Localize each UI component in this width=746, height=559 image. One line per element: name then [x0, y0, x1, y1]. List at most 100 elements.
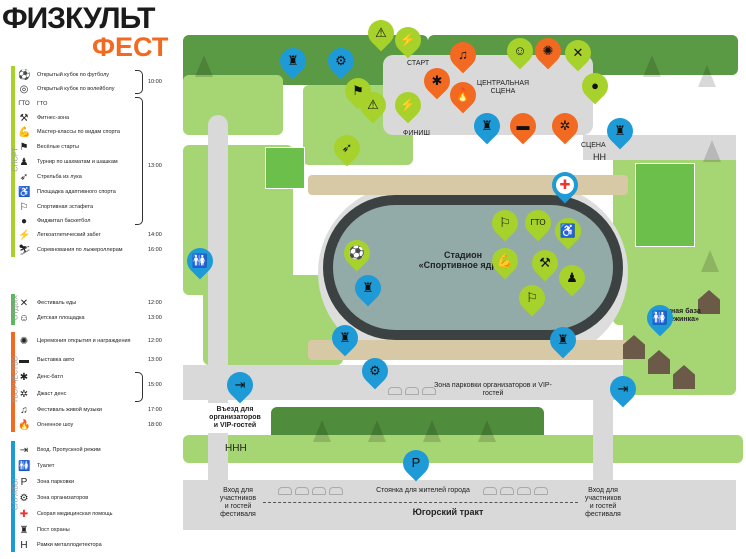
map-pin-gear[interactable]: ⚙ [356, 352, 394, 392]
legend-item-label: Выставка авто [37, 357, 75, 363]
map-pin-food[interactable]: ✕ [559, 34, 597, 74]
guard-icon: ♜ [287, 53, 299, 68]
car-icon [312, 487, 326, 495]
map-pin-archery[interactable]: ➶ [328, 129, 366, 169]
legend-item-time: 18:00 [148, 422, 162, 428]
map-pin-guard[interactable]: ♜ [601, 112, 639, 152]
map-pin-wheelchair[interactable]: ♿ [549, 212, 587, 252]
map-pin-gear[interactable]: ⚙ [322, 42, 360, 82]
legend-item-time: 12:00 [148, 300, 162, 306]
legend-item-label: Детская площадка [37, 315, 85, 321]
legend-item-time: 13:00 [148, 315, 162, 321]
map-pin-dance[interactable]: ✱ [418, 62, 456, 102]
legend-item: ⚙Зона организаторов [18, 491, 178, 505]
parking-icon: P [20, 476, 28, 488]
ski-base-label: Лыжная база «Снежинка» [655, 308, 701, 324]
map-pin-muscle[interactable]: 💪 [486, 242, 524, 282]
guard-icon: ♜ [362, 280, 374, 295]
legend-group-time: 15:00 [148, 382, 162, 388]
map-pin-basketball[interactable]: ● [576, 67, 614, 107]
map-pin-runner[interactable]: ⚡ [389, 21, 427, 61]
car-icon [405, 387, 419, 395]
map-pin-toilet[interactable]: 🚻 [181, 242, 219, 282]
start-label: СТАРТ [407, 60, 430, 67]
tree-icon [703, 140, 721, 162]
map-pin-relay[interactable]: ⚐ [486, 204, 524, 244]
legend-item-label: Стрельба из лука [37, 174, 82, 180]
legend-item-label: Фитнес-зона [37, 115, 70, 121]
legend-item-time: 13:00 [148, 357, 162, 363]
runners-icon: ⚑ [352, 83, 364, 98]
map-pin-ceremony[interactable]: ✺ [529, 32, 567, 72]
wheelchair-icon: ♿ [559, 223, 577, 238]
soccer-ball-icon: ⚽ [18, 69, 31, 81]
ceremony-icon: ✺ [19, 335, 29, 347]
baby-icon: ☺ [513, 43, 527, 58]
runner-icon: ⚡ [399, 32, 417, 47]
relay-icon: ⚐ [499, 215, 511, 230]
logo-subtitle: ФЕСТ [92, 32, 169, 62]
map-pin-entry[interactable]: ⇥ [604, 370, 642, 410]
music-icon: ♫ [20, 404, 28, 416]
map-pin-soccer-ball[interactable]: ⚽ [338, 234, 376, 274]
legend-item-label: Туалет [37, 463, 55, 469]
map-pin-guard[interactable]: ♜ [326, 319, 364, 359]
map-pin-guard[interactable]: ♜ [468, 107, 506, 147]
dumbbell-icon: ⚒ [539, 255, 551, 270]
legend-item-label: Церемония открытия и награждения [37, 338, 131, 344]
legend-item: ⚒Фитнес-зона [18, 111, 178, 125]
gear-icon: ⚙ [335, 53, 347, 68]
legend-item-time: 16:00 [148, 247, 162, 253]
vip-parking-label: Зона парковки организаторов и VIP-гостей [434, 382, 552, 398]
map-pin-guard[interactable]: ♜ [544, 321, 582, 361]
legend-item: 💪Мастер-классы по видам спорта [18, 125, 178, 139]
gto-icon: ГТО [530, 218, 546, 227]
map-pin-guard[interactable]: ♜ [349, 269, 387, 309]
wheelchair-icon: ♿ [18, 186, 31, 198]
runners-icon: ⚑ [19, 141, 29, 153]
legend-item-label: Весёлые старты [37, 144, 79, 150]
archery-icon: ➶ [19, 171, 29, 183]
legend-item: ♟Турнир по шахматам и шашкам [18, 155, 178, 169]
legend-brace [135, 372, 143, 402]
map-pin-runners[interactable]: ⚑ [339, 72, 377, 112]
map-pin-dumbbell[interactable]: ⚒ [526, 244, 564, 284]
runner-icon: ⚡ [18, 229, 31, 241]
gto-icon: ГТО [18, 101, 30, 107]
legend-item-label: Открытый кубок по волейболу [37, 86, 115, 92]
map-pin-baby[interactable]: ☺ [501, 32, 539, 72]
legend-item: ●Фиджитал баскетбол [18, 214, 178, 228]
entry-icon: ⇥ [234, 377, 246, 392]
map-pin-parking[interactable]: P [397, 444, 435, 484]
map-pin-gto[interactable]: ГТО [519, 204, 557, 244]
map-pin-music[interactable]: ♫ [444, 36, 482, 76]
map-pin-chess[interactable]: ♟ [553, 259, 591, 299]
guard-icon: ♜ [339, 330, 351, 345]
toilet-icon: 🚻 [651, 310, 669, 325]
map-pin-relay[interactable]: ⚐ [513, 279, 551, 319]
map-pin-runner[interactable]: ⚡ [389, 86, 427, 126]
basketball-icon: ● [591, 78, 599, 93]
guard-icon: ♜ [481, 118, 493, 133]
medical-icon: ✚ [556, 176, 574, 194]
map-pin-dance2[interactable]: ✲ [546, 107, 584, 147]
metal-detector-icon: Н [20, 539, 28, 551]
map-pin-roller-ski[interactable]: ⚠ [354, 86, 392, 126]
ski-base-house [623, 335, 645, 359]
map-pin-entry[interactable]: ⇥ [221, 366, 259, 406]
map-pin-car[interactable]: ▬ [504, 107, 542, 147]
relay-icon: ⚐ [19, 201, 29, 213]
tree-icon [698, 65, 716, 87]
map-pin-fire[interactable]: 🔥 [444, 76, 482, 116]
map-pin-toilet[interactable]: 🚻 [641, 299, 679, 339]
map-pin-guard[interactable]: ♜ [274, 42, 312, 82]
map-pin-medical[interactable]: ✚ [546, 166, 584, 206]
map-pin-roller-ski[interactable]: ⚠ [362, 14, 400, 54]
car-icon [500, 487, 514, 495]
car-icon [329, 487, 343, 495]
tree-icon [423, 420, 441, 442]
muscle-icon: 💪 [496, 253, 514, 268]
